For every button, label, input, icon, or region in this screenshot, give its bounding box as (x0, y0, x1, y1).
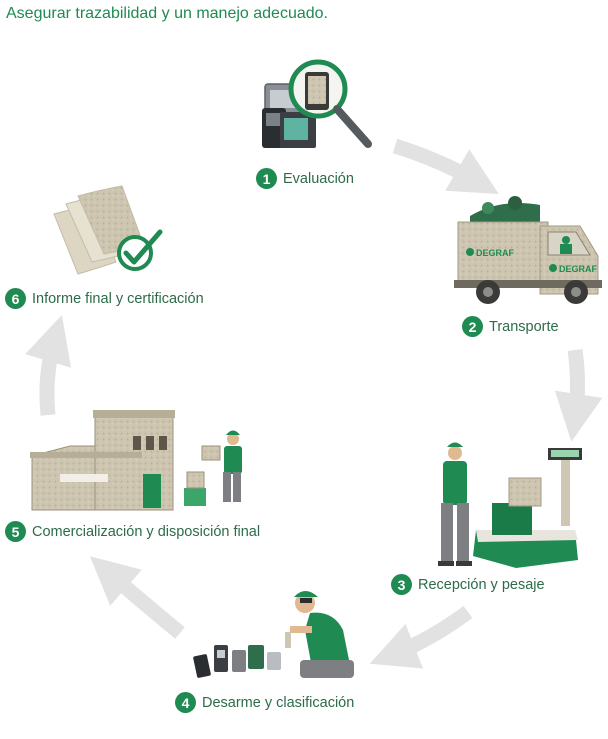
truck-icon: DEGRAF DEGRAF (454, 196, 602, 304)
step-number-badge: 6 (5, 288, 26, 309)
step-4: 4 Desarme y clasificación (175, 692, 354, 713)
step-number-badge: 2 (462, 316, 483, 337)
step-number-badge: 3 (391, 574, 412, 595)
step-label: Recepción y pesaje (418, 576, 545, 593)
step-label: Evaluación (283, 170, 354, 187)
step-3: 3 Recepción y pesaje (391, 574, 545, 595)
step-label: Desarme y clasificación (202, 694, 355, 711)
arrow-3-to-4 (369, 605, 473, 669)
magnifier-devices-icon (262, 59, 372, 148)
scale-worker-icon (438, 442, 582, 568)
step-label: Comercialización y disposición final (32, 523, 261, 540)
step-number-badge: 1 (256, 168, 277, 189)
arrow-5-to-6 (25, 314, 72, 416)
warehouse-icon (30, 410, 242, 511)
step-number-badge: 5 (5, 521, 26, 542)
step-label: Transporte (489, 318, 559, 335)
step-2: 2 Transporte (462, 316, 559, 337)
cycle-arrows (25, 138, 603, 669)
truck-door-logo: DEGRAF (559, 264, 598, 274)
truck-brand-logo: DEGRAF (476, 248, 515, 258)
arrow-1-to-2 (392, 138, 499, 195)
certificate-check-icon (53, 185, 163, 275)
step-number-badge: 4 (175, 692, 196, 713)
step-5: 5 Comercialización y disposición final (5, 521, 260, 542)
step-1: 1 Evaluación (256, 168, 354, 189)
step-label: Informe final y certificación (32, 290, 204, 307)
arrow-2-to-3 (554, 348, 603, 442)
arrow-4-to-5 (89, 556, 185, 639)
step-6: 6 Informe final y certificación (5, 288, 204, 309)
disassembly-worker-icon (193, 591, 354, 678)
page-headline: Asegurar trazabilidad y un manejo adecua… (6, 5, 328, 22)
